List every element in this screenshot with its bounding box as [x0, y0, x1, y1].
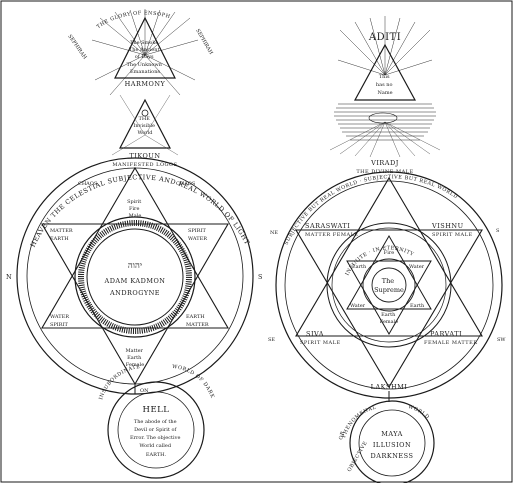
left-small-node	[141, 109, 149, 117]
right-triangle-text: This has no Name	[376, 74, 394, 96]
right-viradj: VIRADJ	[370, 159, 399, 167]
right-figure: ADITI This has no Name VIRADJ THE DIVINE…	[268, 16, 506, 483]
left-androgyne: ANDROGYNE	[109, 289, 160, 297]
left-center-outer	[74, 216, 196, 338]
left-spirit-water: SPIRIT WATER	[188, 228, 207, 242]
right-sw-label: SW	[497, 337, 506, 343]
right-world: WORLD	[407, 404, 430, 420]
right-fire: Fire	[384, 250, 394, 256]
right-top-triangle	[353, 43, 417, 101]
right-water-upper: Water	[409, 264, 425, 270]
left-sephirah-right: SEPHIRAH	[194, 28, 214, 56]
right-outer-circle	[275, 171, 503, 399]
left-tikoun: TIKOUN	[129, 152, 160, 160]
right-phenomenal: PHENOMENAL	[341, 405, 377, 439]
left-hell-inner	[117, 391, 195, 469]
right-spirit-male-upper: SPIRIT MALE	[432, 232, 473, 238]
right-earth-upper: Earth	[352, 264, 367, 270]
left-center-inner	[86, 228, 184, 326]
right-mid-circle	[326, 222, 452, 348]
right-earth-lower: Earth	[410, 303, 425, 309]
left-north-label: N	[6, 273, 12, 281]
right-mid-circle-2	[331, 227, 447, 343]
left-top-triangle	[114, 16, 176, 79]
right-hexagram-up	[295, 176, 483, 337]
right-small-hex-up	[346, 234, 432, 310]
left-hell-arc-right: WORLD OF DARKNESS	[0, 0, 215, 399]
left-sephirah-left: SEPHIRAH	[66, 34, 88, 61]
right-aditi: ADITI	[368, 32, 401, 43]
right-inner-ring	[284, 180, 494, 390]
right-se-label: SE	[268, 337, 275, 343]
left-matter-earth: MATTER EARTH	[50, 228, 74, 242]
right-darkness: DARKNESS	[371, 452, 414, 460]
right-parvati: PARVATI	[430, 330, 462, 338]
right-core	[371, 267, 407, 303]
right-water-lower: Water	[350, 303, 366, 309]
right-maya-outer	[349, 400, 435, 483]
left-middle-triangle	[119, 98, 171, 149]
left-earth-matter: EARTH MATTER	[186, 314, 209, 328]
left-center-hatching	[78, 220, 192, 334]
left-water-spirit: WATER SPIRIT	[50, 314, 71, 328]
left-harmony: HARMONY	[125, 80, 166, 88]
right-saraswati: SARASWATI	[305, 222, 350, 230]
right-ne-label: NE	[270, 230, 278, 236]
left-figure: THE GLORY OF ENSOPH SEPHIRAH SEPHIRAH Th…	[0, 0, 262, 479]
right-illusion: ILLUSION	[373, 441, 411, 449]
left-south-label: S	[258, 273, 262, 281]
right-or: OR	[338, 430, 346, 440]
right-siva: SIVA	[306, 330, 324, 338]
right-lakshmi: LAKSHMI	[371, 383, 408, 391]
right-small-hex-down	[346, 260, 432, 336]
left-matter-earth-female: Matter Earth Female	[125, 348, 144, 368]
left-hell-outer	[107, 381, 205, 479]
right-hexagram-down	[295, 229, 483, 389]
left-adam-kadmon: ADAM KADMON	[104, 277, 166, 285]
left-spirit-fire: Spirit Fire Male	[127, 199, 143, 219]
right-cloud-rays	[329, 121, 441, 158]
right-maya-inner	[358, 409, 426, 477]
left-manifested-logos: MANIFESTED LOGOS	[112, 162, 177, 168]
right-core-ring	[362, 258, 416, 312]
right-the-supreme: The Supreme	[374, 277, 404, 294]
right-s-label: S	[496, 228, 500, 234]
left-chaos-left: CHAOS	[78, 181, 98, 187]
right-female-matter: FEMALE MATTER	[424, 340, 478, 346]
left-hell-title: HELL	[143, 405, 170, 415]
left-middle-text: THE Invisible World	[133, 116, 156, 136]
left-on-label: ON	[140, 388, 149, 394]
right-maya: MAYA	[381, 430, 403, 438]
right-cloud-hatching	[334, 103, 436, 141]
right-vishnu: VISHNU	[431, 222, 464, 230]
left-chaos-right: CHAOS	[176, 181, 196, 187]
right-earth-bottom: Earth Female	[380, 312, 398, 325]
left-hebrew-name: יהוה	[128, 261, 142, 271]
right-spirit-male: SPIRIT MALE	[300, 340, 341, 346]
right-matter-female: MATTER FEMALE	[305, 232, 359, 238]
left-hell-text: The abode of the Devil or Spirit of Erro…	[130, 419, 182, 458]
left-triangle-text: The Smoke The Ancient of Days The Unknow…	[127, 40, 164, 75]
left-middle-rays	[111, 94, 179, 156]
right-cloud-node	[368, 112, 398, 124]
